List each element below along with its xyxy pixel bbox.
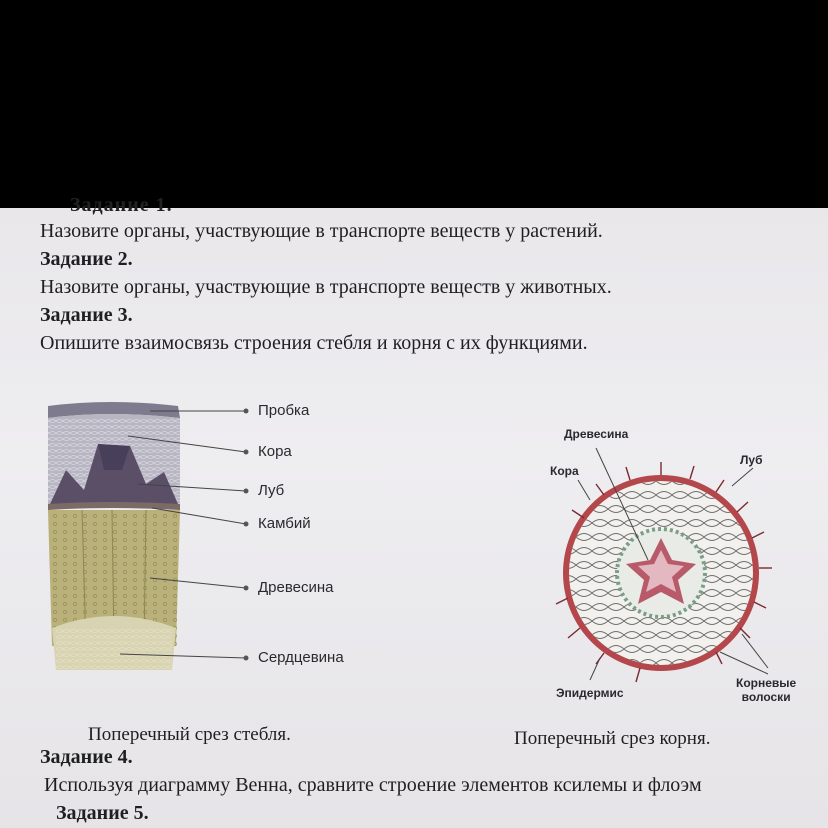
- root-label-epidermis: Эпидермис: [556, 686, 624, 700]
- task2-text: Назовите органы, участвующие в транспорт…: [40, 276, 612, 298]
- root-hairs-line2: волоски: [741, 690, 791, 704]
- stem-caption: Поперечный срез стебля.: [88, 724, 291, 745]
- task5-heading: Задание 5.: [56, 802, 149, 824]
- root-label-cortex: Кора: [550, 464, 579, 478]
- root-cross-section-diagram: [555, 447, 772, 683]
- task4-heading: Задание 4.: [40, 746, 133, 768]
- stem-label-cork: Пробка: [258, 402, 310, 419]
- root-label-phloem: Луб: [740, 453, 763, 467]
- root-caption: Поперечный срез корня.: [514, 728, 711, 749]
- task3-heading: Задание 3.: [40, 304, 133, 326]
- stem-leader-lines: [119, 410, 247, 659]
- root-hairs-line1: Корневые: [736, 676, 797, 690]
- stem-label-pith: Сердцевина: [258, 649, 344, 666]
- stem-leader-dots: [243, 408, 249, 661]
- textbook-page: Задание 1. Назовите органы, участвующие …: [0, 194, 828, 828]
- stem-cross-section-diagram: [48, 402, 772, 683]
- task1-heading-cut: Задание 1.: [70, 194, 173, 216]
- task3-text: Опишите взаимосвязь строения стебля и ко…: [40, 332, 588, 354]
- task4-text: Используя диаграмму Венна, сравните стро…: [44, 774, 702, 796]
- root-label-root-hairs: Корневые волоски: [736, 676, 796, 704]
- stem-wedge: [48, 402, 180, 670]
- stem-label-cortex: Кора: [258, 443, 292, 460]
- stem-label-cambium: Камбий: [258, 515, 311, 532]
- task1-text: Назовите органы, участвующие в транспорт…: [40, 220, 603, 242]
- stem-label-wood: Древесина: [258, 579, 334, 596]
- stem-label-phloem: Луб: [258, 482, 285, 499]
- task2-heading: Задание 2.: [40, 248, 133, 270]
- root-label-wood: Древесина: [564, 427, 629, 441]
